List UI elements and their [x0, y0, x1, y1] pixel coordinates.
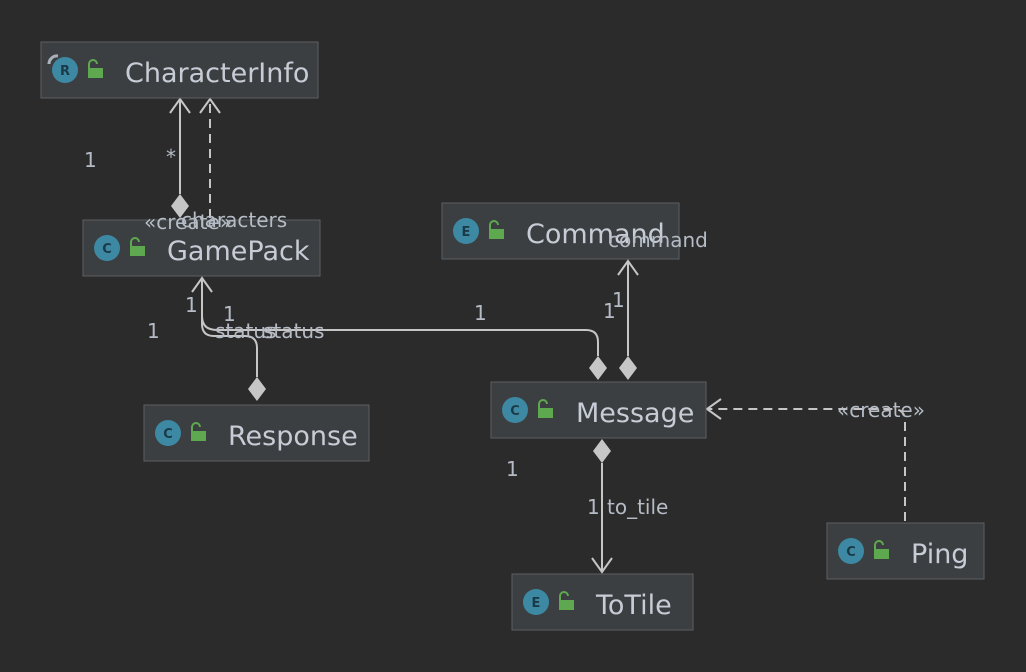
mult-label: 1 — [84, 148, 97, 172]
edge-message-to-tile[interactable] — [591, 439, 613, 574]
edge-gamepack-create-characterinfo[interactable] — [199, 97, 221, 218]
edge-label: command — [608, 228, 708, 252]
public-lock-icon — [538, 399, 553, 418]
arrowhead — [169, 97, 191, 114]
mult-label: 1 — [185, 293, 198, 317]
node-name: Response — [228, 421, 358, 452]
edge-label: status — [215, 319, 276, 343]
edge-line — [707, 408, 906, 521]
public-lock-icon — [130, 237, 145, 256]
edge-label: «create» — [144, 210, 232, 234]
mult-label: 1 — [223, 302, 236, 326]
public-lock-icon — [874, 540, 889, 559]
mult-label: 1 — [147, 319, 160, 343]
node-name: CharacterInfo — [125, 58, 309, 89]
public-lock-icon — [191, 422, 206, 441]
node-totile[interactable]: E ToTile — [511, 573, 694, 631]
edge-response-status[interactable] — [201, 278, 266, 401]
public-lock-icon — [489, 220, 504, 239]
mult-label: 1 — [603, 299, 616, 323]
class-icon: C — [94, 235, 120, 261]
public-lock-icon — [88, 59, 103, 78]
enum-icon: E — [453, 218, 479, 244]
composition-diamond — [248, 377, 266, 401]
node-command[interactable]: E Command — [441, 202, 680, 260]
composition-diamond — [171, 194, 189, 218]
svg-text:C: C — [510, 404, 520, 419]
mult-label: * — [166, 145, 176, 169]
mult-label: 1 — [474, 301, 487, 325]
svg-text:E: E — [462, 225, 471, 240]
mult-label: 1 — [587, 495, 600, 519]
arrowhead — [617, 259, 639, 276]
svg-text:E: E — [532, 596, 541, 611]
edge-line — [201, 278, 258, 377]
node-box — [441, 202, 680, 260]
record-icon: R — [47, 54, 78, 83]
edge-label: to_tile — [607, 495, 668, 519]
arrowhead — [591, 557, 613, 574]
edge-label: «create» — [837, 398, 925, 422]
class-icon: C — [155, 420, 181, 446]
enum-icon: E — [523, 589, 549, 615]
arrowhead — [191, 276, 213, 293]
class-icon: C — [838, 538, 864, 564]
node-box — [40, 41, 319, 99]
edge-line — [201, 315, 599, 356]
edge-message-status[interactable] — [191, 276, 607, 380]
node-name: ToTile — [595, 590, 672, 621]
node-message[interactable]: C Message — [490, 381, 707, 439]
composition-diamond — [589, 356, 607, 380]
arrowhead — [199, 97, 221, 114]
arrowhead — [705, 398, 722, 420]
node-gamepack[interactable]: C GamePack — [82, 219, 321, 277]
mult-label: 1 — [612, 288, 625, 312]
node-name: Ping — [911, 539, 968, 570]
svg-text:C: C — [102, 242, 112, 257]
svg-text:R: R — [60, 64, 70, 79]
edge-ping-create-message[interactable] — [705, 398, 906, 521]
svg-text:C: C — [846, 545, 856, 560]
node-name: Message — [576, 398, 694, 429]
class-icon: C — [502, 397, 528, 423]
svg-text:C: C — [163, 427, 173, 442]
composition-diamond — [619, 356, 637, 380]
node-box — [82, 219, 321, 277]
node-name: GamePack — [167, 236, 310, 267]
composition-diamond — [593, 439, 611, 463]
mult-label: 1 — [506, 457, 519, 481]
node-box — [143, 404, 370, 462]
edge-message-command[interactable] — [617, 259, 639, 380]
public-lock-icon — [559, 591, 574, 610]
node-name: Command — [526, 219, 665, 250]
node-response[interactable]: C Response — [143, 404, 370, 462]
edge-label: characters — [181, 208, 287, 232]
edge-label: status — [263, 319, 324, 343]
node-characterinfo[interactable]: R CharacterInfo — [40, 41, 319, 99]
node-ping[interactable]: C Ping — [826, 522, 985, 580]
edge-gamepack-characters[interactable] — [169, 97, 191, 218]
